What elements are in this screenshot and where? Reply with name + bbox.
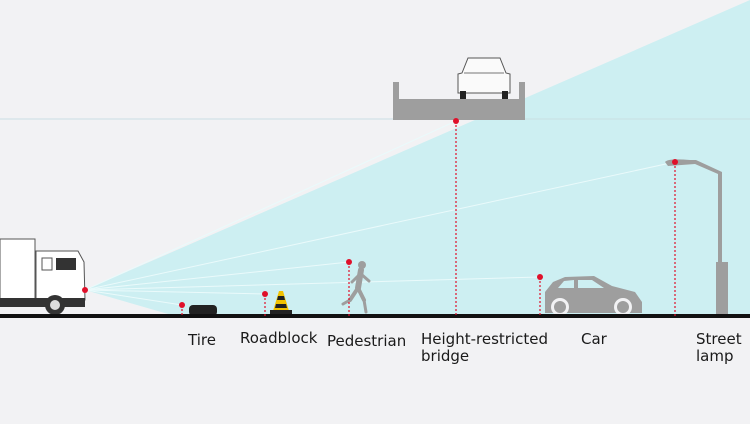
tire-icon [189, 305, 217, 316]
label-bridge-line1: Height-restricted [421, 330, 548, 348]
label-pedestrian: Pedestrian [327, 332, 407, 350]
bridge-marker [453, 118, 459, 124]
label-car: Car [581, 330, 607, 348]
truck-icon [0, 238, 86, 315]
street-lamp-icon [665, 159, 728, 314]
tire-marker [179, 302, 185, 308]
label-bridge: Height-restricted bridge [421, 331, 548, 365]
car-marker [537, 274, 543, 280]
label-lamp-line2: lamp [696, 347, 734, 365]
label-tire: Tire [188, 331, 216, 349]
label-lamp-line1: Street [696, 330, 742, 348]
traffic-cone-icon [270, 291, 292, 315]
pedestrian-icon [341, 261, 371, 314]
pedestrian-marker [346, 259, 352, 265]
bridge-icon [393, 82, 525, 120]
lamp-marker [672, 159, 678, 165]
bridge-car-icon [457, 57, 511, 99]
label-bridge-line2: bridge [421, 347, 470, 365]
radar-beam [85, 0, 750, 316]
label-roadblock: Roadblock [240, 329, 318, 347]
road [0, 314, 750, 318]
label-street-lamp: Street lamp [696, 331, 742, 365]
car-icon [545, 276, 642, 316]
detection-rays [84, 120, 676, 306]
marker-dots [82, 118, 678, 308]
roadblock-marker [262, 291, 268, 297]
sensor-dot [82, 287, 88, 293]
